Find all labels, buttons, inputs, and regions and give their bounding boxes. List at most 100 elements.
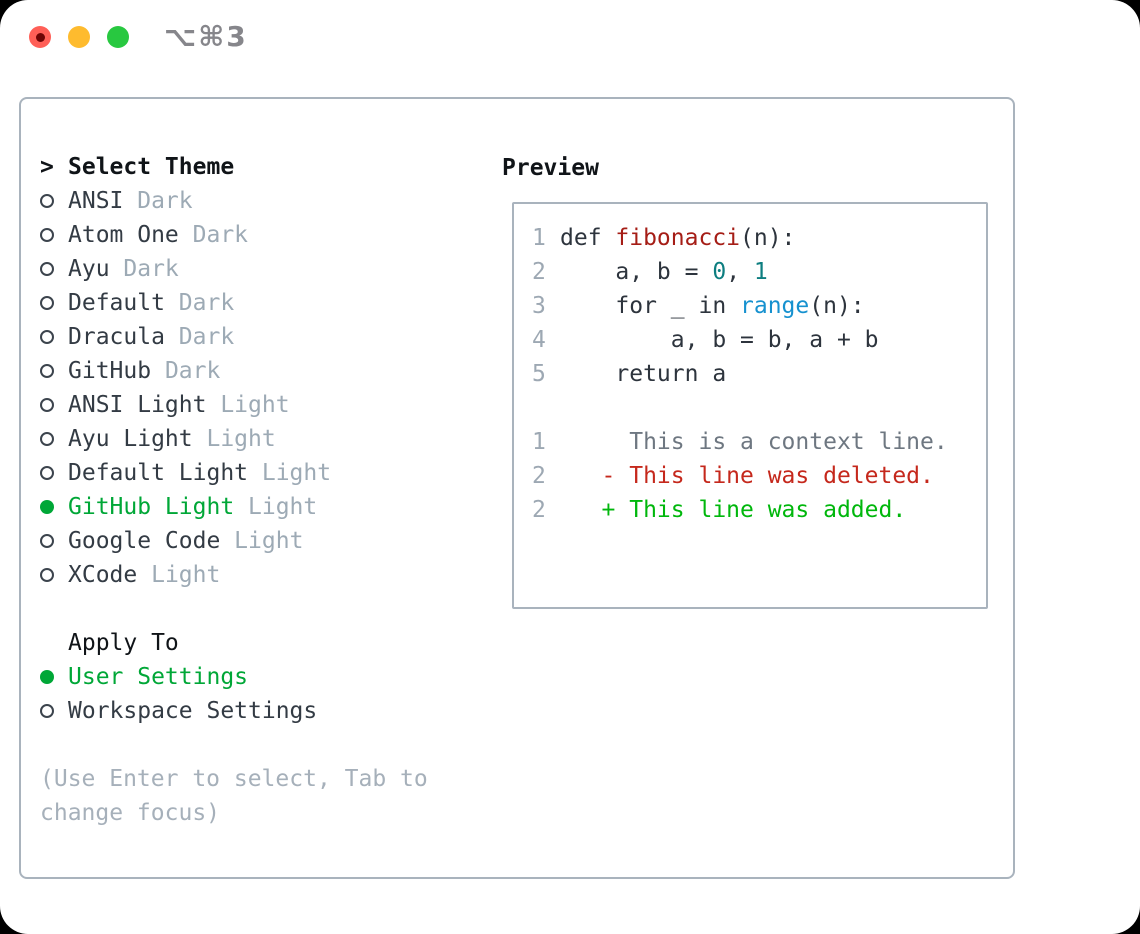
theme-option-ansi-light[interactable]: ANSI Light Light: [21, 388, 491, 422]
radio-icon: [40, 534, 54, 548]
theme-option-atom-one[interactable]: Atom One Dark: [21, 218, 491, 252]
line-number: 3: [532, 293, 546, 319]
radio-icon: [40, 364, 54, 378]
theme-variant: Light: [234, 494, 318, 520]
theme-variant: Dark: [164, 290, 235, 316]
titlebar: ⌥⌘3: [0, 0, 1140, 76]
theme-option-google-code[interactable]: Google Code Light: [21, 524, 491, 558]
theme-name: Default: [68, 290, 165, 316]
window-title: ⌥⌘3: [164, 20, 248, 53]
theme-name: ANSI: [68, 188, 124, 214]
theme-variant: Dark: [151, 358, 221, 384]
code-line: 2 + This line was added.: [532, 493, 986, 527]
preview-title: Preview: [502, 155, 599, 181]
theme-list-header: Select Theme: [68, 154, 235, 180]
minimize-button[interactable]: [68, 26, 90, 48]
apply-option-workspace-settings[interactable]: Workspace Settings: [21, 694, 491, 728]
code-line: 2 a, b = 0, 1: [532, 255, 986, 289]
theme-variant: Light: [248, 460, 332, 486]
code-token: a, b =: [560, 259, 713, 285]
radio-icon: [40, 398, 54, 412]
radio-icon: [40, 228, 54, 242]
radio-icon: [40, 330, 54, 344]
theme-name: Ayu: [68, 256, 110, 282]
code-token: (n):: [809, 293, 865, 319]
theme-variant: Dark: [164, 324, 235, 350]
code-token: ,: [726, 259, 754, 285]
theme-name: Ayu Light: [68, 426, 193, 452]
theme-option-default[interactable]: Default Dark: [21, 286, 491, 320]
theme-variant: Light: [192, 426, 276, 452]
theme-variant: Dark: [178, 222, 249, 248]
code-token: 0: [712, 259, 727, 285]
line-number: 2: [532, 497, 546, 523]
apply-to-header-row: Apply To: [21, 626, 491, 660]
theme-option-ansi[interactable]: ANSI Dark: [21, 184, 491, 218]
theme-option-default-light[interactable]: Default Light Light: [21, 456, 491, 490]
code-token: (n):: [740, 225, 796, 251]
code-line: [532, 391, 986, 425]
radio-selected-icon: [40, 500, 54, 514]
code-line: 1 This is a context line.: [532, 425, 986, 459]
hint-line: change focus): [40, 800, 221, 826]
theme-option-ayu[interactable]: Ayu Dark: [21, 252, 491, 286]
theme-variant: Light: [220, 528, 304, 554]
theme-option-xcode[interactable]: XCode Light: [21, 558, 491, 592]
code-line: 5 return a: [532, 357, 986, 391]
zoom-button[interactable]: [107, 26, 129, 48]
theme-option-ayu-light[interactable]: Ayu Light Light: [21, 422, 491, 456]
radio-icon: [40, 466, 54, 480]
theme-option-github-light[interactable]: GitHub Light Light: [21, 490, 491, 524]
theme-name: Google Code: [68, 528, 221, 554]
code-token: return a: [560, 361, 727, 387]
radio-icon: [40, 194, 54, 208]
focus-caret-icon: >: [40, 154, 54, 180]
theme-name: Default Light: [68, 460, 249, 486]
theme-name: XCode: [68, 562, 138, 588]
theme-name: Dracula: [68, 324, 165, 350]
radio-icon: [40, 568, 54, 582]
line-number: 2: [532, 463, 546, 489]
code-token: for _ in: [560, 293, 741, 319]
theme-name: GitHub Light: [68, 494, 235, 520]
apply-option-user-settings[interactable]: User Settings: [21, 660, 491, 694]
line-number: 2: [532, 259, 546, 285]
spacer: [40, 636, 54, 650]
theme-variant: Light: [137, 562, 221, 588]
line-number: 4: [532, 327, 546, 353]
line-number: 1: [532, 429, 546, 455]
theme-name: Atom One: [68, 222, 179, 248]
code-line: 3 for _ in range(n):: [532, 289, 986, 323]
line-number: 1: [532, 225, 546, 251]
line-number: 5: [532, 361, 546, 387]
code-token: a, b = b, a + b: [560, 327, 879, 353]
theme-option-dracula[interactable]: Dracula Dark: [21, 320, 491, 354]
radio-selected-icon: [40, 670, 54, 684]
code-line: 2 - This line was deleted.: [532, 459, 986, 493]
theme-variant: Dark: [123, 188, 193, 214]
radio-icon: [40, 296, 54, 310]
code-token: 1: [753, 259, 768, 285]
radio-icon: [40, 262, 54, 276]
code-token: range: [740, 293, 810, 319]
code-token: This is a context line.: [560, 429, 948, 455]
radio-icon: [40, 704, 54, 718]
theme-option-github[interactable]: GitHub Dark: [21, 354, 491, 388]
code-token: fibonacci: [615, 225, 741, 251]
close-button[interactable]: [29, 26, 51, 48]
apply-option-label: Workspace Settings: [68, 698, 318, 724]
theme-variant: Light: [206, 392, 290, 418]
apply-option-label: User Settings: [68, 664, 249, 690]
code-line: 4 a, b = b, a + b: [532, 323, 986, 357]
traffic-lights: [29, 26, 129, 48]
